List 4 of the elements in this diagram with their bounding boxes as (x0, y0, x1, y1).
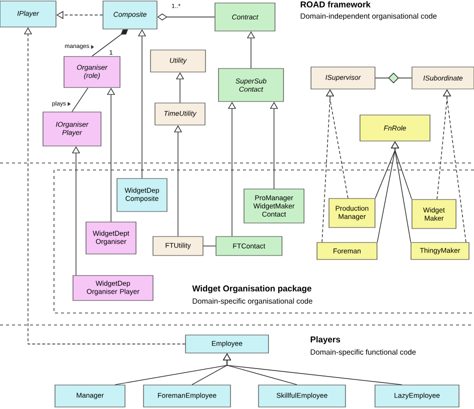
package-title: Players (310, 336, 340, 344)
package-title: Widget Organisation package (192, 285, 312, 294)
association-line (374, 72, 412, 84)
package-title: ROAD framework (300, 1, 371, 8)
